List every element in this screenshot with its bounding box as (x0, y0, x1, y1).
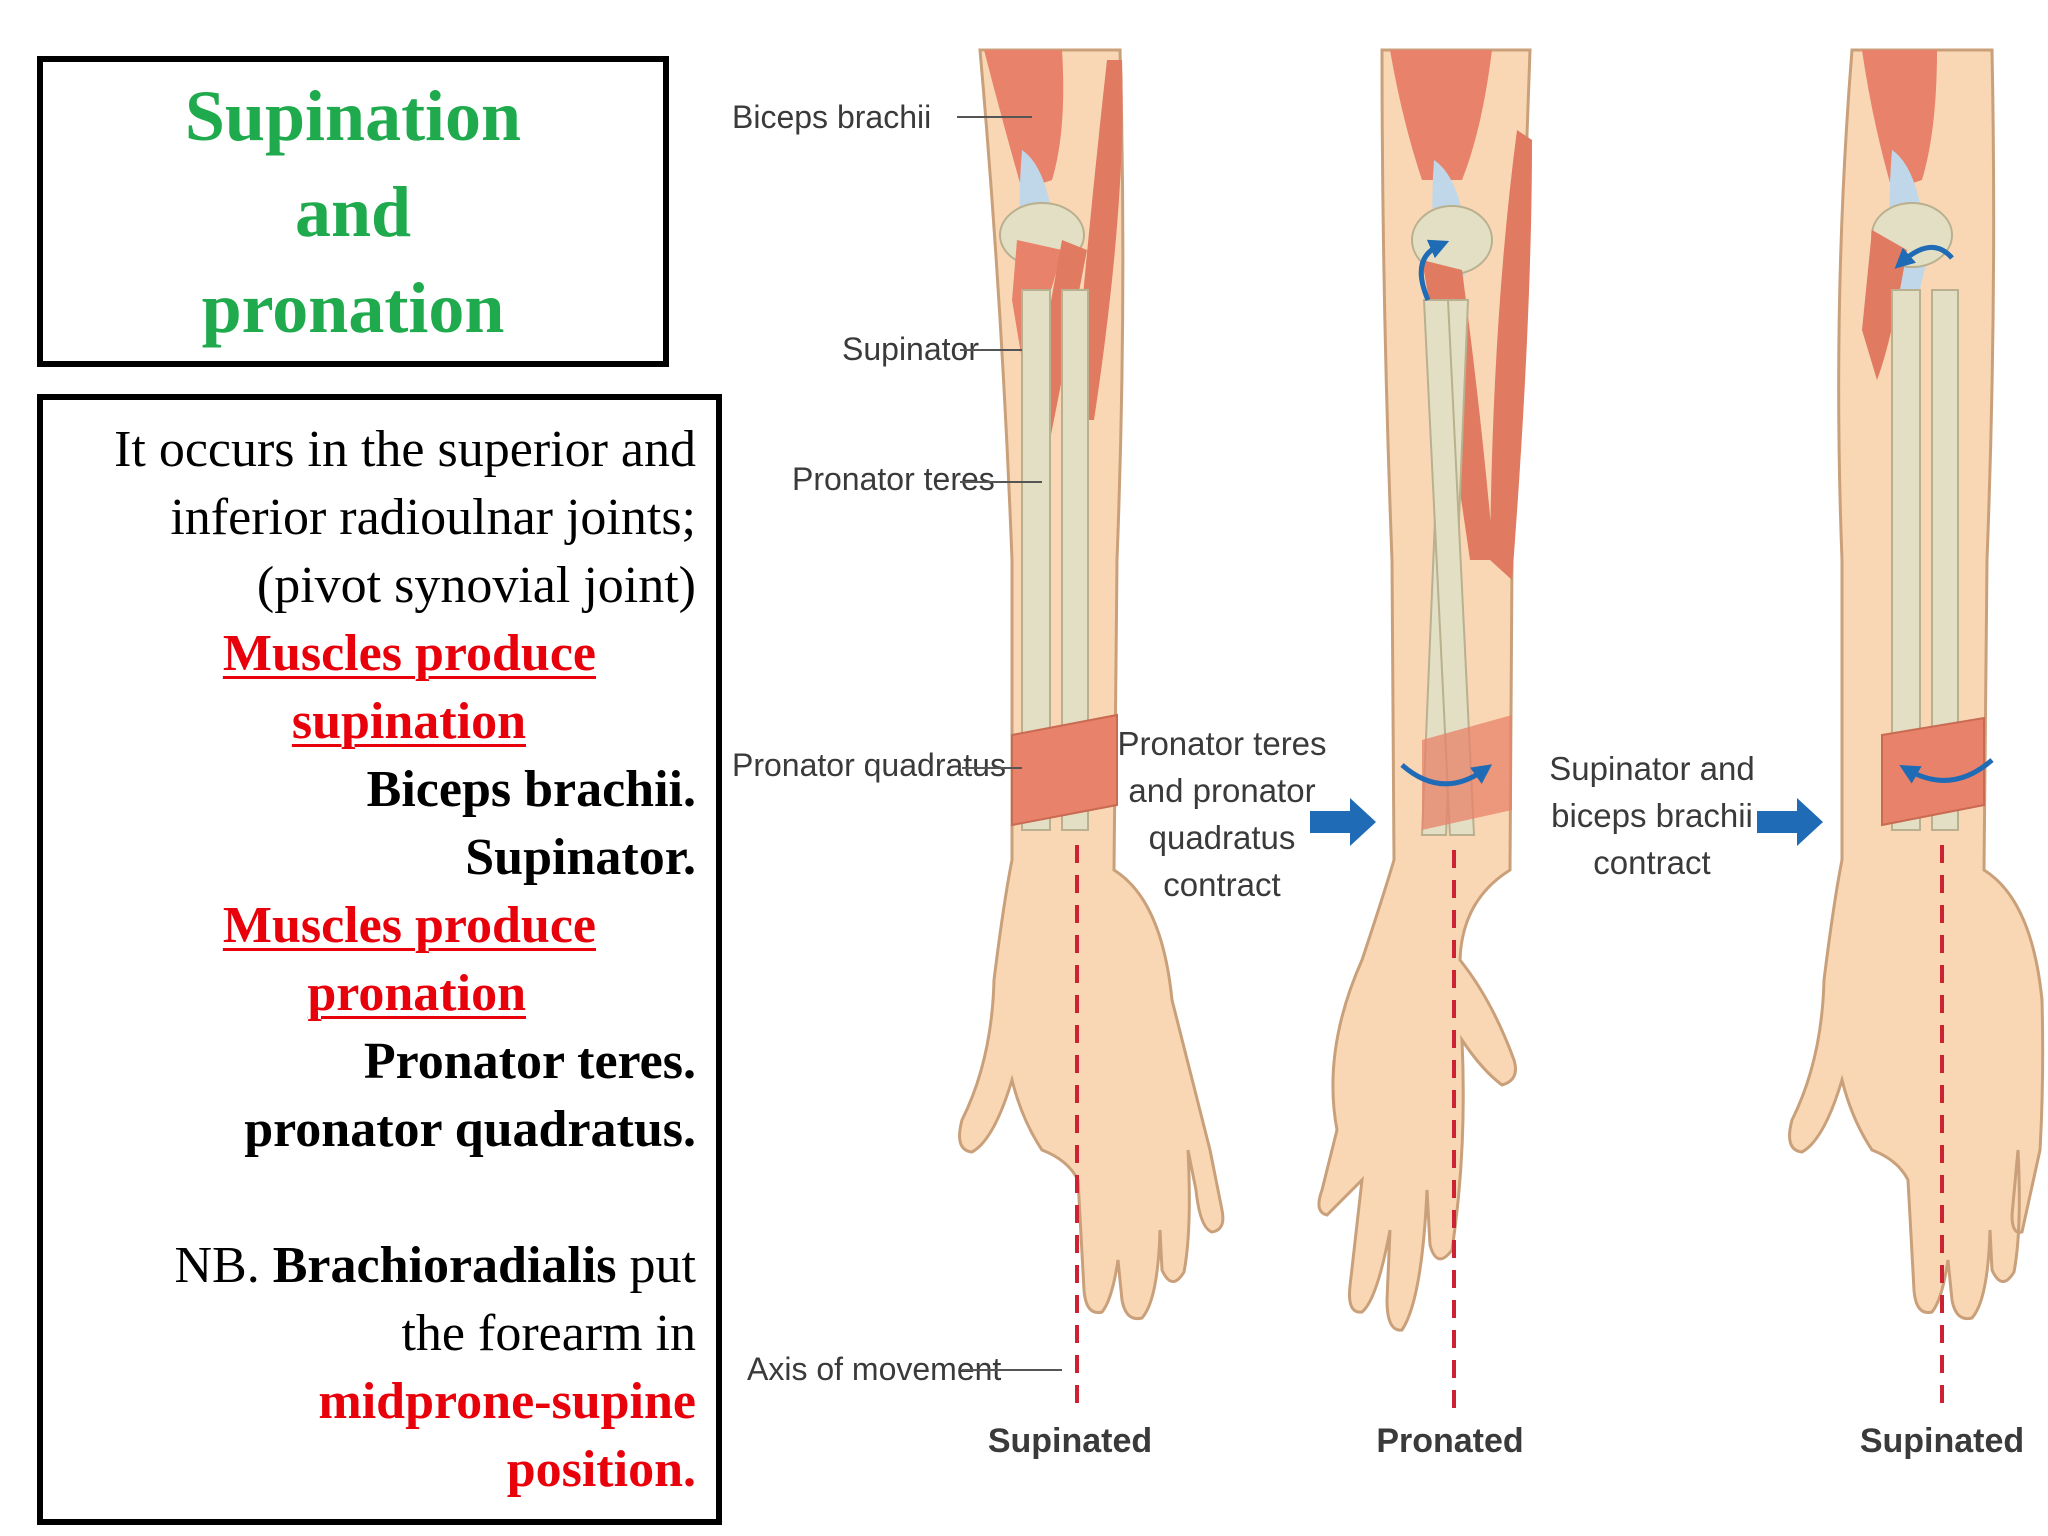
pronation-heading-line-1: Muscles produce (222, 897, 596, 954)
arm-right-rotation-arrow-top (1894, 245, 1954, 269)
title-line-1: Supination (184, 75, 522, 156)
state-label-right: Supinated (1860, 1422, 2024, 1460)
arm-left-supinated (958, 48, 1225, 1410)
transition-1: Pronator teres and pronator quadratus co… (1117, 725, 1376, 903)
arm-right-supinated (1788, 48, 2045, 1410)
arm-middle-pronated (1317, 48, 1532, 1410)
transition-2-arrow-icon (1757, 798, 1823, 846)
nb-red-line-2: position. (506, 1441, 696, 1498)
intro-line-1: It occurs in the superior and (114, 421, 696, 478)
arm-left-pronator-quadratus (1011, 713, 1118, 827)
label-supinator: Supinator (842, 331, 979, 367)
arm-right-biceps (1862, 50, 1937, 190)
intro-line-2: inferior radioulnar joints; (170, 489, 696, 546)
spacer (43, 1164, 696, 1232)
arm-right-pronator-quadratus (1881, 716, 1985, 827)
nb-suffix: put (629, 1237, 696, 1294)
caption-1-line-4: contract (1163, 866, 1280, 903)
state-labels: Supinated Pronated Supinated (988, 1422, 2024, 1460)
arm-middle-rotation-arrow-top (1418, 239, 1450, 301)
arm-middle-rotation-arrow-bottom (1400, 763, 1493, 787)
arm-middle-pronator-quadratus (1422, 715, 1512, 830)
caption-1-line-1: Pronator teres (1117, 725, 1326, 762)
supination-heading-line-1: Muscles produce (222, 625, 596, 682)
supination-heading-line-2: supination (291, 693, 526, 750)
state-label-middle: Pronated (1376, 1422, 1523, 1460)
nb-prefix: NB. (174, 1237, 260, 1294)
nb-brachioradialis: Brachioradialis (272, 1237, 617, 1294)
supination-muscle-1: Biceps brachii. (366, 761, 696, 818)
supination-muscle-2: Supinator. (465, 829, 696, 886)
caption-2-line-3: contract (1593, 844, 1710, 881)
caption-2-line-2: biceps brachii (1551, 797, 1753, 834)
intro-line-3: (pivot synovial joint) (256, 557, 696, 614)
anatomy-labels: Biceps brachii Supinator Pronator teres … (732, 99, 1062, 1387)
arm-middle-ulna (1422, 299, 1476, 836)
caption-1-line-3: quadratus (1149, 819, 1296, 856)
title-line-3: pronation (201, 267, 505, 348)
arm-middle-biceps (1390, 50, 1492, 180)
arm-left-biceps (984, 50, 1064, 190)
caption-1-line-2: and pronator (1128, 772, 1315, 809)
arm-middle-skin (1317, 48, 1532, 1332)
pronation-muscle-2: pronator quadratus. (244, 1101, 696, 1158)
pronation-heading-line-2: pronation (307, 965, 526, 1022)
nb-line-1: NB. Brachioradialis put (43, 1232, 697, 1300)
label-axis-of-movement: Axis of movement (747, 1351, 1001, 1387)
arm-right-rotation-arrow-bottom (1899, 758, 1994, 784)
title-line-2: and (294, 171, 412, 252)
transition-1-arrow-icon (1310, 798, 1376, 846)
nb-red-line-1: midprone-supine (318, 1373, 696, 1430)
state-label-left: Supinated (988, 1422, 1152, 1460)
label-pronator-teres: Pronator teres (792, 461, 995, 497)
forearm-rotation-figure: Biceps brachii Supinator Pronator teres … (732, 48, 2045, 1460)
title-box: Supination and pronation (37, 56, 669, 367)
text-box: It occurs in the superior and inferior r… (37, 394, 722, 1525)
nb-line-2: the forearm in (401, 1305, 696, 1362)
transition-2: Supinator and biceps brachii contract (1549, 750, 1823, 881)
label-biceps-brachii: Biceps brachii (732, 99, 931, 135)
arm-middle-brachioradialis (1490, 130, 1532, 580)
pronation-muscle-1: Pronator teres. (363, 1033, 696, 1090)
label-pronator-quadratus: Pronator quadratus (732, 747, 1006, 783)
caption-2-line-1: Supinator and (1549, 750, 1755, 787)
